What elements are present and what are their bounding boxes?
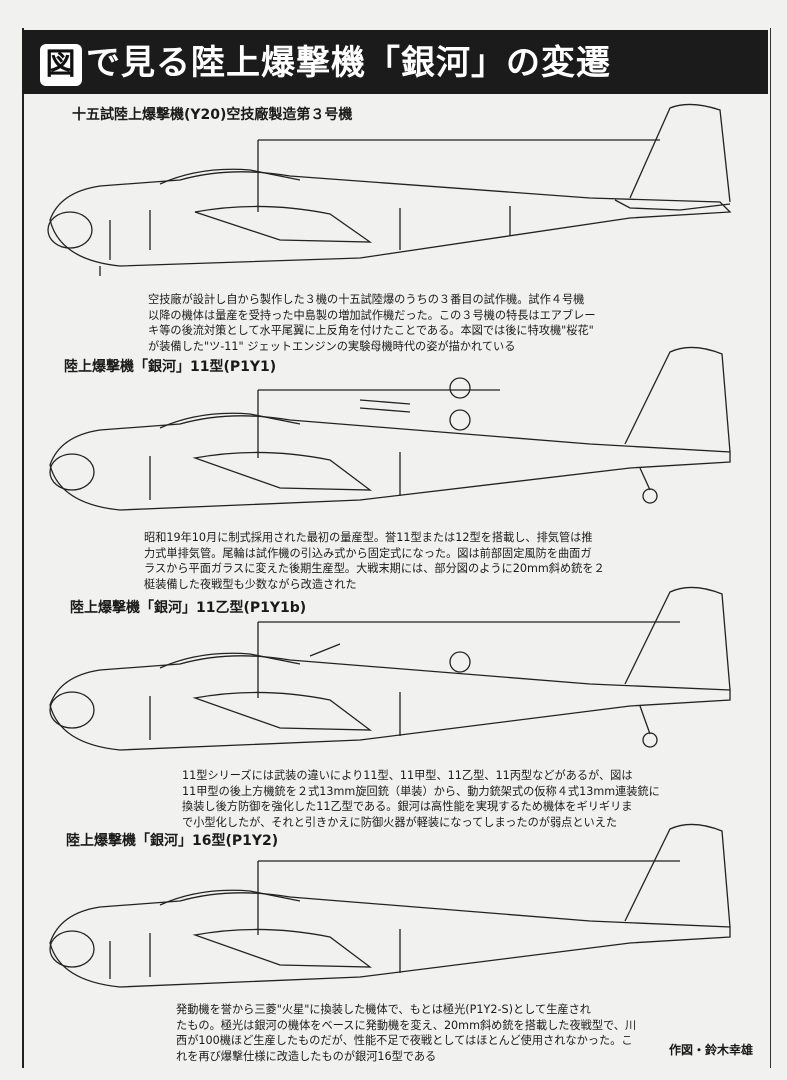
- aircraft-drawing-2: [49, 346, 731, 511]
- aircraft-drawing-3: [49, 586, 731, 751]
- section-2-line-2: 力式単排気管。尾輪は試作機の引込み式から固定式になった。図は前部固定風防を曲面ガ: [144, 546, 592, 560]
- section-1-line-4: が装備した"ツ-11" ジェットエンジンの実験母機時代の姿が描かれている: [148, 339, 516, 353]
- section-3-description: 11型シリーズには武装の違いにより11型、11甲型、11乙型、11丙型などがある…: [182, 768, 660, 830]
- section-4-line-2: たもの。極光は銀河の機体をベースに発動機を変え、20mm斜め銃を搭載した夜戦型で…: [176, 1018, 637, 1032]
- section-2-description: 昭和19年10月に制式採用された最初の量産型。誉11型または12型を搭載し、排気…: [144, 530, 605, 592]
- section-3-heading: 陸上爆撃機「銀河」11乙型(P1Y1b): [70, 600, 307, 616]
- section-4-description: 発動機を誉から三菱"火星"に換装した機体で、もとは極光(P1Y2-S)として生産…: [176, 1002, 636, 1064]
- section-2-line-3: ラスから平面ガラスに変えた後期生産型。大戦末期には、部分図のように20mm斜め銃…: [144, 562, 605, 575]
- section-3-line-2: 11甲型の後上方機銃を２式13mm旋回銃（単装）から、動力銃架式の仮称４式13m…: [182, 784, 660, 798]
- section-1-line-3: キ等の後流対策として水平尾翼に上反角を付けたことである。本図では後に特攻機"桜花…: [148, 324, 594, 337]
- title-banner: [22, 30, 768, 94]
- section-2-line-4: 梃装備した夜戦型も少数ながら改造された: [144, 577, 357, 591]
- section-3-line-1: 11型シリーズには武装の違いにより11型、11甲型、11乙型、11丙型などがある…: [182, 769, 633, 782]
- section-3-line-4: で小型化したが、それと引きかえに防御火器が軽装になってしまったのが弱点といえた: [182, 815, 618, 829]
- section-4-line-1: 発動機を誉から三菱"火星"に換装した機体で、もとは極光(P1Y2-S)として生産…: [176, 1003, 591, 1016]
- section-2-line-1: 昭和19年10月に制式採用された最初の量産型。誉11型または12型を搭載し、排気…: [144, 531, 593, 544]
- section-2-heading: 陸上爆撃機「銀河」11型(P1Y1): [64, 359, 277, 375]
- page-frame: [22, 28, 771, 1068]
- title-text: で見る陸上爆撃機「銀河」の変遷: [86, 43, 611, 83]
- section-4-line-3: 西が100機ほど生産したものだが、性能不足で夜戦としてはほとんど使用されなかった…: [176, 1034, 633, 1047]
- page-title: 図で見る陸上爆撃機「銀河」の変遷: [40, 38, 760, 88]
- section-1-line-2: 以降の機体は量産を受持った中島製の増加試作機だった。この３号機の特長はエアブレー: [148, 308, 596, 322]
- section-1-description: 空技廠が設計し自から製作した３機の十五試陸爆のうちの３番目の試作機。試作４号機 …: [148, 292, 596, 354]
- title-badge: 図: [40, 43, 82, 86]
- aircraft-drawing-1: [47, 103, 732, 276]
- section-4-heading: 陸上爆撃機「銀河」16型(P1Y2): [66, 833, 279, 849]
- section-3-line-3: 換装し後方防御を強化した11乙型である。銀河は高性能を実現するため機体をギリギリ…: [182, 800, 633, 813]
- illustration-credit: 作図・鈴木幸雄: [668, 1043, 753, 1057]
- section-1-line-1: 空技廠が設計し自から製作した３機の十五試陸爆のうちの３番目の試作機。試作４号機: [148, 293, 585, 306]
- section-1-heading: 十五試陸上爆撃機(Y20)空技廠製造第３号機: [72, 107, 353, 123]
- section-4-line-4: れを再び爆撃仕様に改造したものが銀河16型である: [176, 1049, 437, 1063]
- aircraft-drawing-4: [49, 823, 731, 988]
